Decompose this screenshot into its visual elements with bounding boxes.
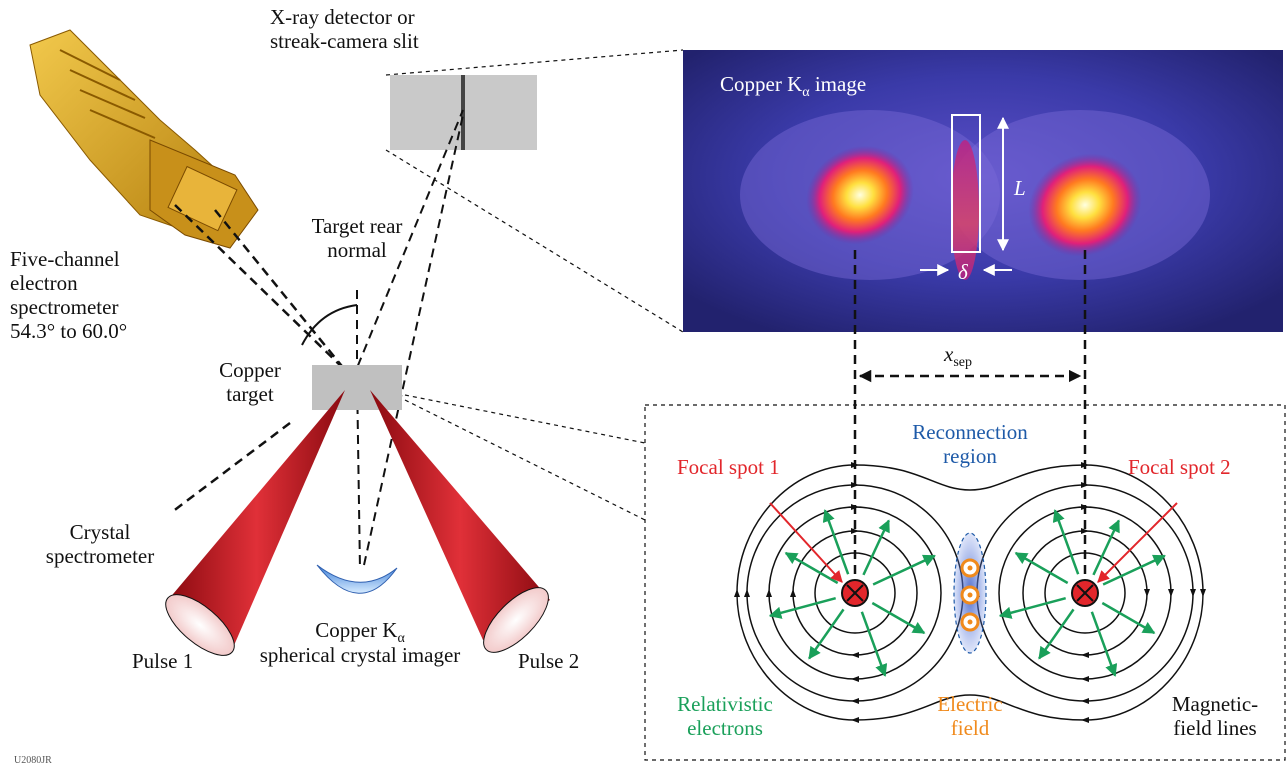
electron-arrow — [862, 519, 890, 576]
electron-arrow — [1090, 611, 1118, 677]
spectrometer-sightlines — [174, 204, 346, 371]
electron-arrow — [808, 608, 845, 660]
electron-spectrometer-label: Five-channel electron spectrometer 54.3°… — [10, 247, 128, 343]
field-direction-arrows — [734, 462, 1206, 723]
normal-angle-arc — [301, 304, 358, 346]
focal-spot-1-marker — [841, 579, 869, 607]
electron-arrow — [1092, 519, 1120, 576]
reconnection-panel — [644, 404, 1286, 761]
image-title: Copper Kα image — [720, 72, 867, 101]
crystal-spectrometer-line — [171, 422, 291, 513]
electron-arrow — [872, 554, 936, 586]
xray-detector-box — [390, 75, 537, 150]
zoom-lines — [385, 49, 684, 521]
electron-arrow — [998, 596, 1067, 619]
electron-arrow — [768, 596, 837, 619]
magnetic-field-label: Magnetic- field lines — [1171, 692, 1259, 740]
relativistic-electrons-label: Relativistic electrons — [677, 692, 773, 740]
target-rear-normal-label: Target rear normal — [311, 214, 403, 262]
relativistic-electron-arrows — [768, 509, 1166, 677]
electron-arrow — [871, 601, 926, 635]
imager-label-line2: spherical crystal imager — [259, 643, 461, 667]
focal-spot-2-marker — [1071, 579, 1099, 607]
figure-id: U2080JR — [14, 755, 52, 766]
electron-arrow — [1102, 554, 1166, 586]
focal1-pointer — [769, 502, 843, 583]
copper-k-alpha-image — [683, 50, 1283, 332]
electron-arrow — [1101, 601, 1156, 635]
electron-arrow — [822, 509, 850, 575]
electron-arrow — [1014, 551, 1069, 585]
copper-target — [312, 365, 402, 410]
crystal-spectrometer-label: Crystal spectrometer — [45, 520, 155, 568]
spherical-crystal-icon — [316, 564, 398, 594]
pulse1-label: Pulse 1 — [132, 649, 194, 673]
electric-field-region — [953, 532, 987, 654]
pulse2-label: Pulse 2 — [518, 649, 580, 673]
copper-target-label: Copper target — [219, 358, 281, 406]
electron-arrow — [1052, 509, 1080, 575]
focal2-pointer — [1097, 502, 1178, 583]
pulse1-cone — [165, 390, 345, 656]
imager-sightline-2 — [363, 114, 464, 566]
width-label: δ — [958, 260, 968, 284]
reconnection-label: Reconnection region — [912, 420, 1028, 468]
electron-spectrometer-icon — [29, 29, 259, 249]
electron-arrow — [1038, 608, 1075, 660]
detector-sightline — [351, 109, 464, 381]
electron-arrow — [860, 611, 888, 677]
focal-spot-1-label: Focal spot 1 — [677, 455, 780, 479]
electron-arrow — [784, 551, 839, 585]
pulse2-cone — [370, 390, 550, 653]
focal-spot-2-label: Focal spot 2 — [1128, 455, 1231, 479]
separation-label: xsep — [944, 342, 972, 371]
xray-detector-label: X-ray detector or streak-camera slit — [270, 5, 419, 53]
imager-label-line1: Copper Kα — [315, 618, 405, 647]
length-label: L — [1014, 176, 1026, 200]
electric-field-label: Electric field — [937, 692, 1003, 740]
spot-projection-lines — [853, 250, 1087, 590]
